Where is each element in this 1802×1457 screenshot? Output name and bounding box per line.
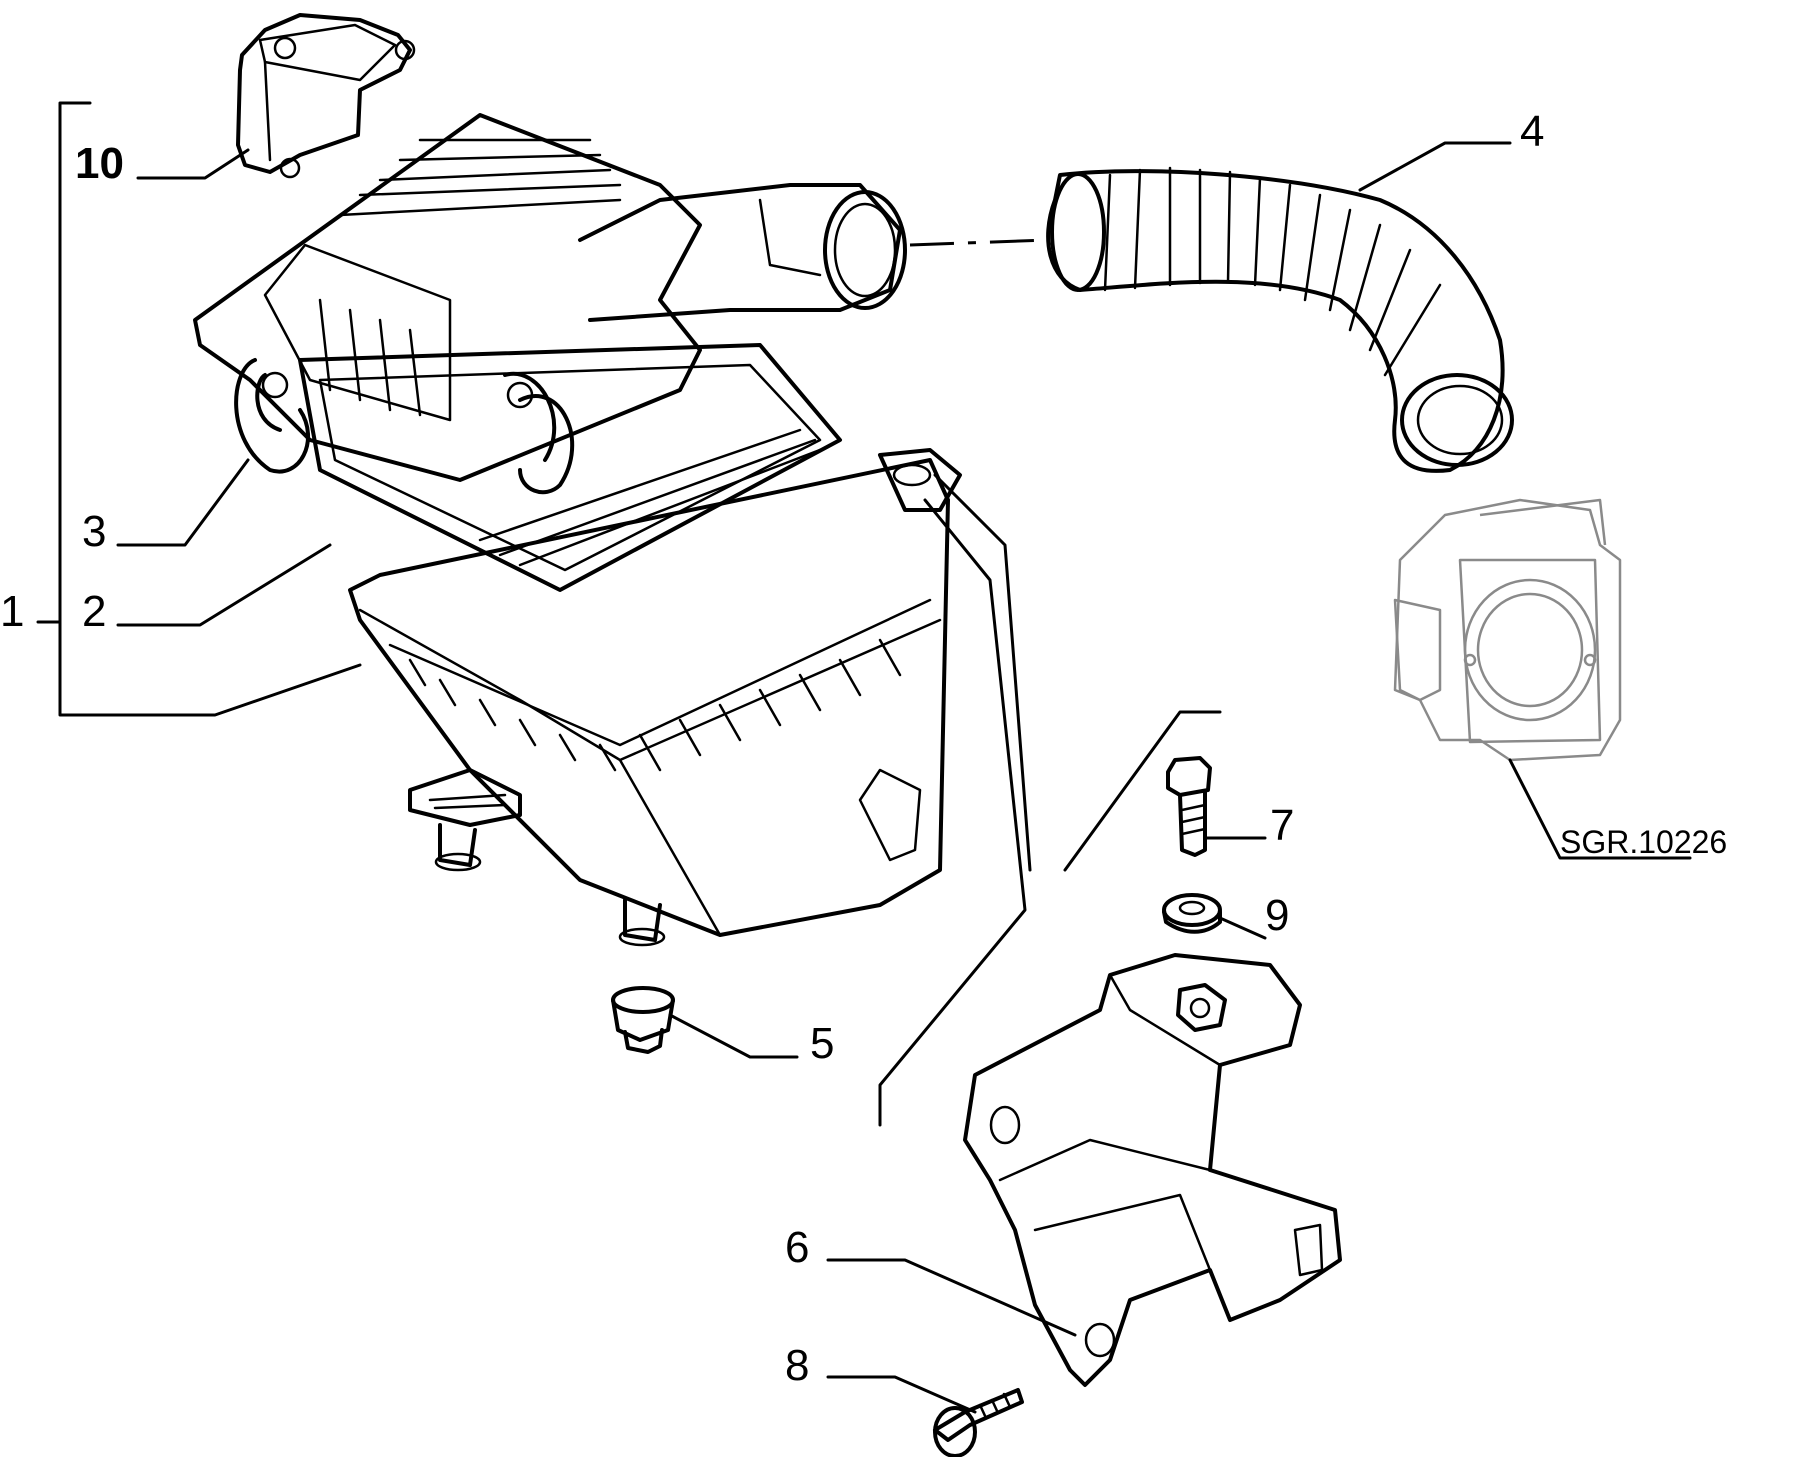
- callout-1: 1: [0, 587, 24, 636]
- callout-7: 7: [1270, 801, 1294, 850]
- part-10-sensor-module: [236, 13, 416, 179]
- part-6-bracket: [963, 953, 1342, 1387]
- part-8-bolt: [933, 1388, 1024, 1457]
- part-2-filter-element: [298, 343, 842, 592]
- callout-8: 8: [785, 1341, 809, 1390]
- throttle-body-reference: [1393, 498, 1622, 762]
- part-9-washer: [1162, 893, 1222, 934]
- callout-6: 6: [785, 1223, 809, 1272]
- callout-9: 9: [1265, 891, 1289, 940]
- part-5-grommet: [611, 986, 675, 1054]
- part-1-air-filter-housing: [348, 448, 962, 947]
- callout-2: 2: [82, 587, 106, 636]
- part-3-housing-cover: [193, 113, 907, 495]
- callout-3: 3: [82, 507, 106, 556]
- callout-5: 5: [810, 1019, 834, 1068]
- part-4-intake-hose: [1046, 166, 1514, 473]
- callout-labels: 1 2 3 4 5 6 7 8 9 10 SGR.10226: [0, 107, 1727, 1390]
- callout-4: 4: [1520, 107, 1544, 156]
- reference-code: SGR.10226: [1560, 824, 1727, 860]
- callout-10: 10: [75, 139, 124, 188]
- assembly-axis-line: [909, 238, 1049, 247]
- leader-lines: [36, 101, 1692, 1414]
- part-7-bolt: [1166, 756, 1212, 857]
